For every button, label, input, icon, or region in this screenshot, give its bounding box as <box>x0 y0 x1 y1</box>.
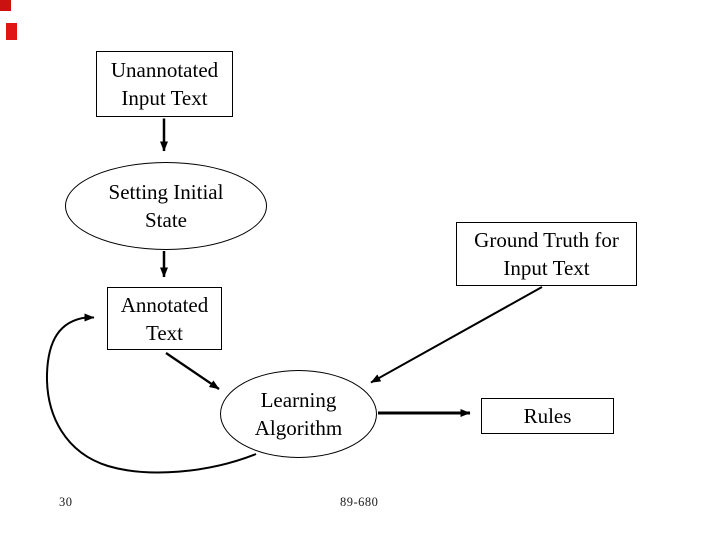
arrow-groundtruth-to-learning-icon <box>370 286 543 384</box>
node-rules: Rules <box>481 398 614 434</box>
node-label: Annotated Text <box>120 292 209 345</box>
node-label: Ground Truth for Input Text <box>474 228 619 280</box>
node-learning-algorithm: Learning Algorithm <box>220 370 377 458</box>
node-label: Learning Algorithm <box>254 388 343 440</box>
node-unannotated-input-text: Unannotated Input Text <box>96 51 233 117</box>
red-corner-mark-icon <box>0 0 11 11</box>
page-number: 30 <box>59 495 73 509</box>
arrow-annotated-to-learning-icon <box>165 352 220 390</box>
node-ground-truth: Ground Truth for Input Text <box>456 222 637 286</box>
node-label: Unannotated Input Text <box>110 58 219 110</box>
course-code: 89-680 <box>340 495 379 509</box>
node-label: Setting Initial State <box>108 180 224 232</box>
node-annotated-text: Annotated Text <box>107 287 222 350</box>
feedback-loop-arrow-icon <box>45 313 257 474</box>
node-label: Rules <box>523 403 572 428</box>
red-edge-mark-icon <box>6 23 17 40</box>
node-setting-initial-state: Setting Initial State <box>65 162 267 250</box>
